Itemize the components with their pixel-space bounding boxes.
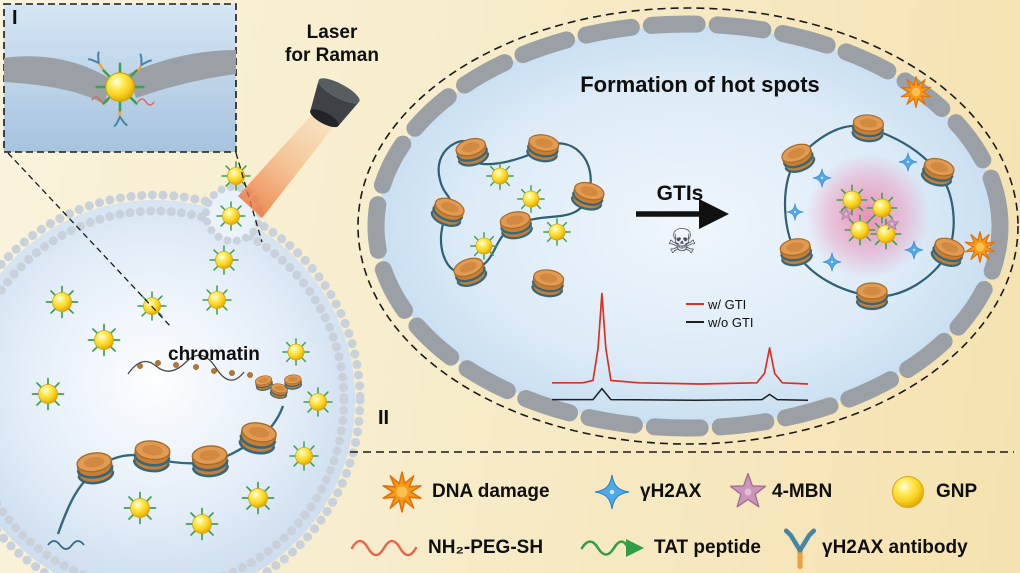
laser-label: Laser for Raman [285, 22, 379, 66]
gnp-legend-icon [892, 476, 924, 508]
inset-magnified-membrane [3, 3, 237, 153]
chromatin-label: chromatin [168, 344, 260, 365]
cell-membrane-inner [0, 206, 349, 573]
nucleus [357, 7, 1019, 445]
hotspot-glow [806, 154, 930, 278]
legend-label-yh2ax: γH2AX [640, 481, 702, 502]
legend-label-gnp: GNP [936, 481, 978, 502]
inset-connector-lines [7, 152, 263, 329]
nucleoplasm [378, 26, 998, 426]
cell-membrane-outer [0, 190, 365, 573]
tat-legend-icon [580, 540, 630, 556]
cell [0, 161, 365, 573]
raman-spectrum-inset [552, 292, 809, 401]
laser-device-icon [310, 78, 360, 128]
dna-strand-with-nucleosomes [47, 405, 285, 550]
membrane-cross-section-left [4, 56, 112, 104]
peg-chain [137, 98, 155, 106]
peg-legend-icon [350, 539, 418, 557]
functionalized-gnp [95, 62, 145, 112]
antibody-legend-icon [786, 531, 814, 567]
legend-label-4mbn: 4-MBN [772, 481, 833, 502]
laser-beam [238, 112, 334, 218]
yh2ax-legend-icon [594, 474, 630, 510]
spectrum-trace-with-gti [552, 292, 809, 385]
nuclear-envelope-segments [367, 15, 1009, 437]
spectrum-trace-without-gti [552, 387, 809, 401]
legend-icons [350, 471, 924, 567]
gtis-label: GTIs [656, 182, 704, 205]
nucleus-roman-numeral: II [378, 407, 390, 429]
legend-label-dna-damage: DNA damage [432, 481, 550, 502]
chromatin-fiber [127, 354, 303, 401]
legend-label-peg: NH₂-PEG-SH [428, 537, 544, 558]
nucleus-dashed-outline [357, 7, 1019, 445]
hotspot-cluster-after [777, 76, 996, 311]
spectrum-legend-without-gti: w/o GTI [708, 315, 754, 330]
chromatin-cluster-before [428, 131, 608, 300]
dna-damage-legend-icon [382, 471, 422, 513]
skull-icon: ☠ [666, 223, 698, 261]
tat-arrowhead-icon [626, 539, 644, 557]
membrane-cross-section-right [128, 50, 236, 98]
spectrum-legend-with-gti: w/ GTI [708, 297, 747, 312]
inset-roman-numeral: I [12, 7, 18, 29]
legend-label-tat: TAT peptide [654, 537, 761, 558]
legend-label-antibody: γH2AX antibody [822, 537, 968, 558]
hotspots-title: Formation of hot spots [580, 72, 820, 97]
mbn-legend-icon [729, 472, 767, 508]
